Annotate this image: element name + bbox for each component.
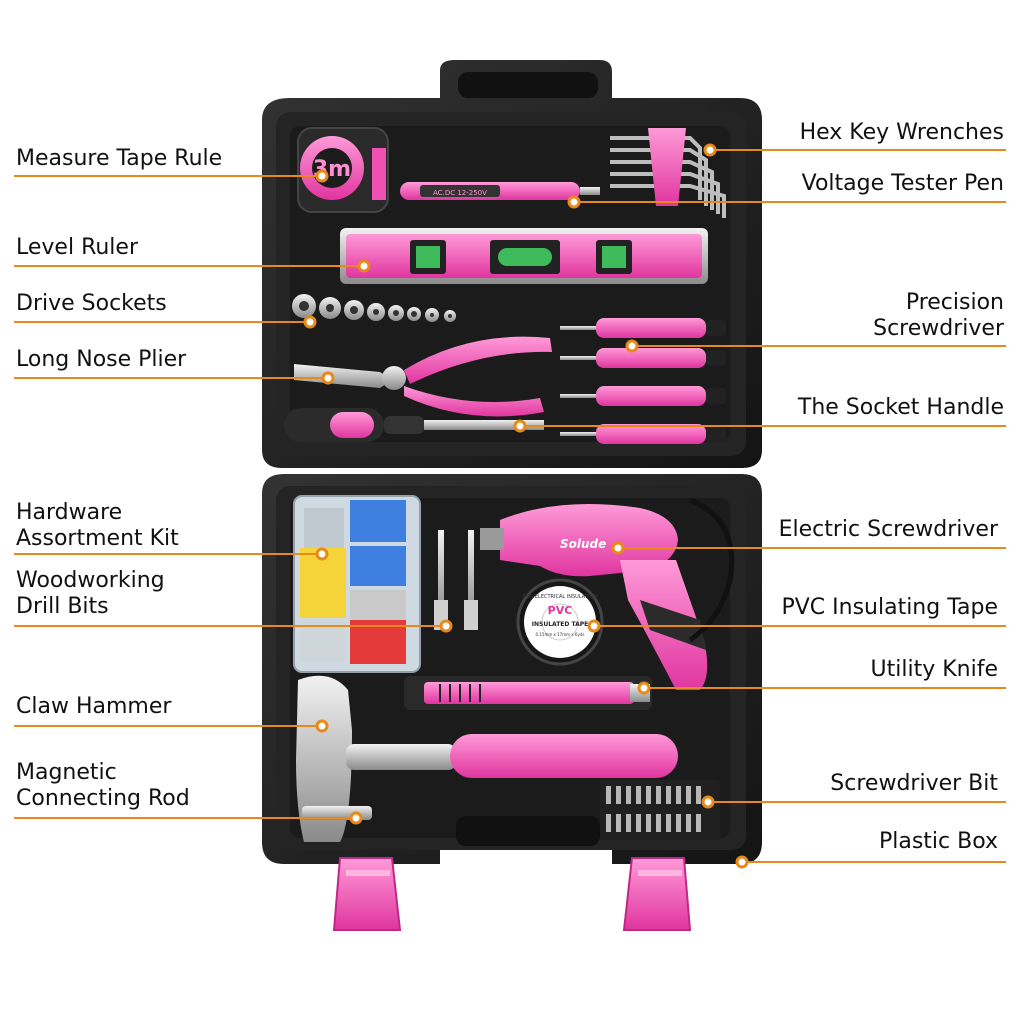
latch-left [332, 857, 402, 931]
label-plastic-box: Plastic Box [878, 829, 998, 854]
precision-screwdriver-set [560, 318, 726, 444]
label-utility-knife: Utility Knife [870, 657, 998, 682]
pvc-insulating-tape: FOR ELECTRICAL INSULATION PVC INSULATED … [516, 578, 604, 666]
label-screwdriver-bit: Screwdriver Bit [830, 771, 998, 796]
drill-brand-text: Solude [560, 537, 606, 551]
label-hardware-kit-line1: Hardware [16, 500, 123, 525]
label-electric-screwdriver: Electric Screwdriver [778, 517, 998, 542]
hardware-assortment-box [293, 495, 421, 673]
level-ruler [340, 228, 708, 284]
tester-text: AC.DC 12-250V [433, 189, 487, 197]
leader-lines [14, 149, 1006, 863]
pvc-bottom-text: INSULATED TAPE [532, 621, 588, 628]
pvc-top-text: FOR ELECTRICAL INSULATION [523, 594, 597, 600]
label-hardware-kit-line2: Assortment Kit [16, 526, 179, 551]
label-precision: Precision Screwdriver [873, 290, 1004, 342]
label-precision-line2: Screwdriver [873, 316, 1004, 341]
label-long-nose-plier: Long Nose Plier [16, 347, 187, 372]
pvc-spec-text: 0.15mm x 17mm x 6yds [536, 632, 585, 637]
label-drill-bits: Woodworking Drill Bits [16, 568, 165, 620]
screwdriver-bit-set [600, 780, 720, 840]
label-pvc-tape: PVC Insulating Tape [781, 595, 998, 620]
label-voltage-tester: Voltage Tester Pen [801, 171, 1004, 196]
label-drill-bits-line1: Woodworking [16, 568, 165, 593]
label-claw-hammer: Claw Hammer [16, 694, 172, 719]
latch-right [622, 857, 692, 931]
drive-sockets [292, 294, 456, 322]
pvc-mid-text: PVC [548, 604, 573, 617]
claw-hammer [296, 675, 678, 842]
label-level-ruler: Level Ruler [16, 235, 138, 260]
label-socket-handle: The Socket Handle [797, 395, 1004, 420]
label-hex-key: Hex Key Wrenches [799, 120, 1004, 145]
hex-key-set [610, 128, 726, 218]
label-magnetic-rod-line1: Magnetic [16, 760, 117, 785]
label-drill-bits-line2: Drill Bits [16, 594, 109, 619]
label-precision-line1: Precision [905, 290, 1004, 315]
label-hardware-kit: Hardware Assortment Kit [16, 500, 179, 552]
socket-handle [284, 408, 544, 442]
label-magnetic-rod: Magnetic Connecting Rod [16, 760, 190, 812]
label-measure-tape: Measure Tape Rule [16, 146, 223, 171]
label-drive-sockets: Drive Sockets [16, 291, 167, 316]
top-handle [458, 72, 598, 98]
voltage-tester-pen: AC.DC 12-250V [400, 182, 600, 200]
bottom-handle [456, 816, 600, 846]
leader-markers [303, 143, 749, 869]
long-nose-plier [294, 336, 552, 417]
label-magnetic-rod-line2: Connecting Rod [16, 786, 190, 811]
utility-knife [404, 676, 652, 710]
measure-tape: 3m [297, 127, 389, 213]
